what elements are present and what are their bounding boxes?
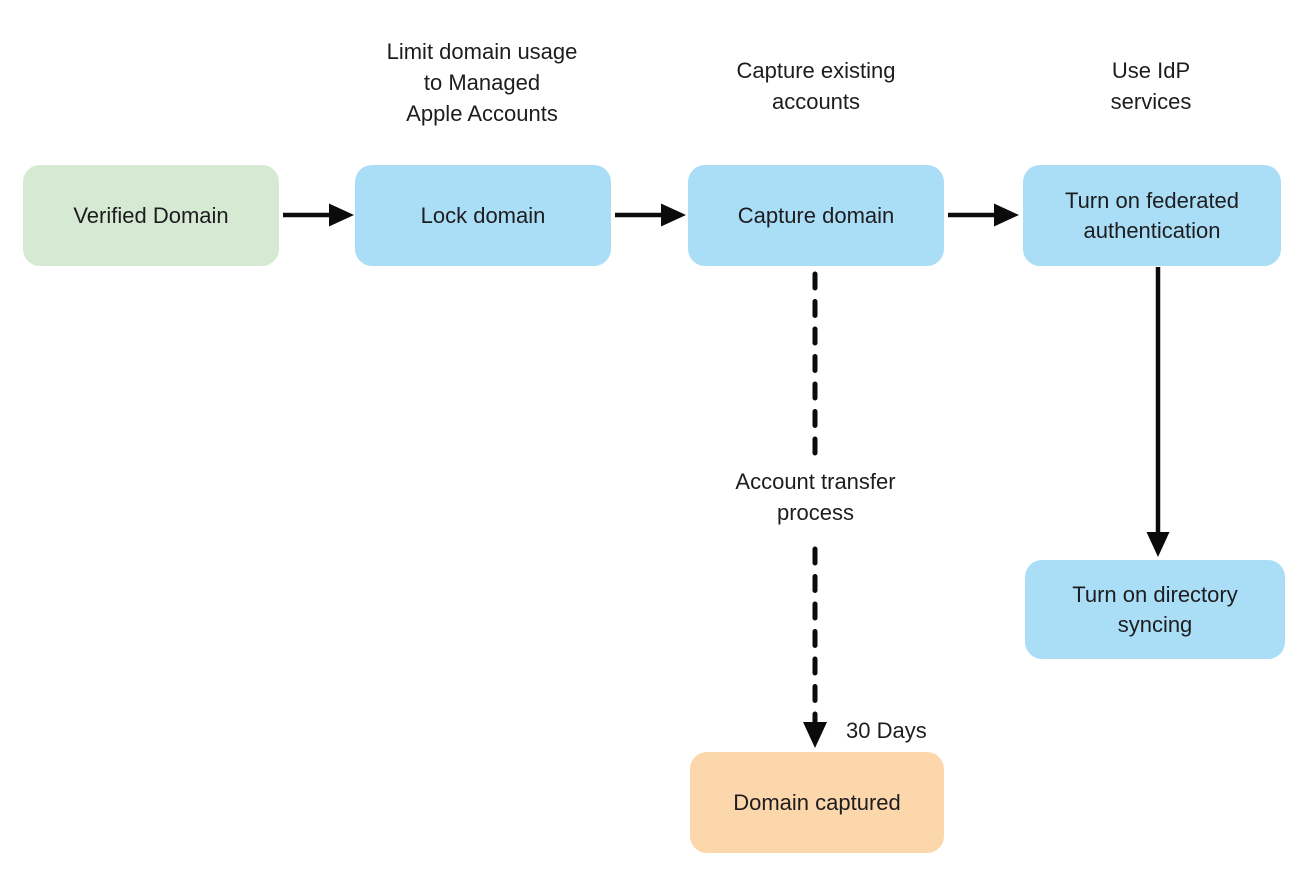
node-verified-domain: Verified Domain (23, 165, 279, 266)
annotation-line: Account transfer (735, 469, 896, 494)
annotation-limit-domain-usage: Limit domain usage to Managed Apple Acco… (348, 36, 616, 129)
node-label: Turn on directory syncing (1072, 581, 1238, 637)
annotation-account-transfer-process: Account transfer process (693, 458, 938, 538)
arrow-lock-to-capture (615, 203, 686, 227)
node-domain-captured: Domain captured (690, 752, 944, 853)
node-federated-authentication: Turn on federated authentication (1023, 165, 1281, 266)
node-capture-domain: Capture domain (688, 165, 944, 266)
annotation-line: services (1110, 89, 1192, 114)
annotation-30-days: 30 Days (846, 718, 927, 743)
annotation-use-idp-services: Use IdP services (1020, 55, 1282, 117)
annotation-capture-existing-accounts: Capture existing accounts (685, 55, 947, 117)
node-lock-domain: Lock domain (355, 165, 611, 266)
annotation-line: to Managed (423, 70, 541, 95)
arrow-verified-to-lock (283, 203, 354, 227)
annotation-line: Use IdP (1111, 58, 1191, 83)
annotation-line: process (776, 500, 855, 525)
node-label: Verified Domain (73, 202, 229, 228)
node-label: Turn on federated authentication (1064, 187, 1240, 243)
node-label: Lock domain (420, 202, 546, 228)
annotation-line: Capture existing (736, 58, 896, 83)
node-label: Capture domain (737, 202, 895, 228)
arrow-federated-to-directory (1146, 267, 1170, 557)
node-directory-syncing: Turn on directory syncing (1025, 560, 1285, 659)
arrow-capture-to-federated (948, 203, 1019, 227)
annotation-line: Apple Accounts (406, 101, 558, 126)
node-label: Domain captured (733, 789, 901, 815)
annotation-line: Limit domain usage (386, 39, 578, 64)
annotation-line: accounts (771, 89, 861, 114)
